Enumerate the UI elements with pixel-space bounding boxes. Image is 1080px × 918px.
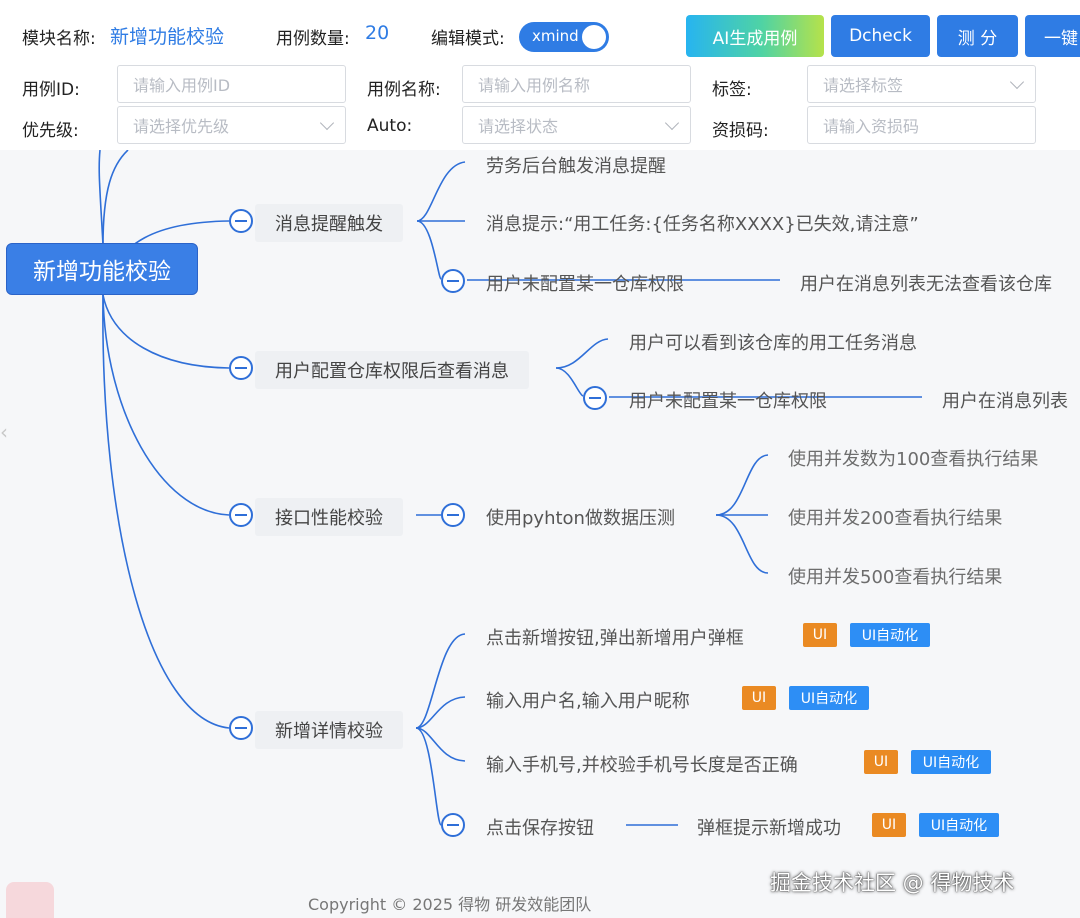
tag-ui: UI bbox=[864, 750, 898, 774]
case-name-input[interactable]: 请输入用例名称 bbox=[462, 65, 691, 103]
leaf-concurrency-100[interactable]: 使用并发数为100查看执行结果 bbox=[788, 449, 1039, 470]
case-count-label: 用例数量: bbox=[276, 29, 350, 49]
branch-view-after-permission[interactable]: 用户配置仓库权限后查看消息 bbox=[255, 351, 529, 389]
collapse-icon[interactable] bbox=[229, 503, 253, 527]
case-count-value: 20 bbox=[365, 22, 390, 44]
leaf-add-success-toast[interactable]: 弹框提示新增成功 bbox=[697, 818, 841, 839]
leaf-concurrency-500[interactable]: 使用并发500查看执行结果 bbox=[788, 567, 1003, 588]
leaf-input-phone[interactable]: 输入手机号,并校验手机号长度是否正确 bbox=[486, 755, 798, 776]
mindmap-canvas[interactable]: 新增功能校验 消息提醒触发 劳务后台触发消息提醒 消息提示:“用工任务:{任务名… bbox=[0, 150, 1080, 918]
tag-placeholder: 请选择标签 bbox=[823, 76, 904, 95]
collapse-icon[interactable] bbox=[441, 269, 465, 293]
test-score-button[interactable]: 测 分 bbox=[937, 15, 1018, 57]
root-node[interactable]: 新增功能校验 bbox=[6, 243, 198, 295]
leaf-input-username[interactable]: 输入用户名,输入用户昵称 bbox=[486, 691, 690, 712]
case-id-placeholder: 请输入用例ID bbox=[133, 76, 231, 95]
leaf-click-save[interactable]: 点击保存按钮 bbox=[486, 818, 594, 839]
collapse-icon[interactable] bbox=[229, 209, 253, 233]
branch-api-performance[interactable]: 接口性能校验 bbox=[255, 498, 403, 536]
leaf-message-list[interactable]: 用户在消息列表 bbox=[942, 391, 1068, 412]
avatar bbox=[6, 882, 54, 918]
chevron-down-icon bbox=[664, 115, 680, 131]
loss-code-placeholder: 请输入资损码 bbox=[823, 117, 920, 136]
header-panel: 模块名称: 新增功能校验 用例数量: 20 编辑模式: xmind AI生成用例… bbox=[0, 0, 1080, 150]
leaf-backend-trigger[interactable]: 劳务后台触发消息提醒 bbox=[486, 156, 666, 177]
module-name-value: 新增功能校验 bbox=[110, 26, 225, 48]
ai-generate-button[interactable]: AI生成用例 bbox=[686, 15, 824, 57]
tag-ui-automation: UI自动化 bbox=[789, 686, 869, 710]
leaf-message-prompt[interactable]: 消息提示:“用工任务:{任务名称XXXX}已失效,请注意” bbox=[486, 214, 919, 235]
leaf-click-add-button[interactable]: 点击新增按钮,弹出新增用户弹框 bbox=[486, 628, 744, 649]
leaf-python-stress-test[interactable]: 使用pyhton做数据压测 bbox=[486, 508, 675, 529]
chevron-down-icon bbox=[1009, 74, 1025, 90]
edit-mode-toggle-text: xmind bbox=[532, 27, 579, 45]
leaf-no-warehouse-permission-2[interactable]: 用户未配置某一仓库权限 bbox=[629, 391, 827, 412]
module-name-label: 模块名称: bbox=[22, 29, 96, 49]
case-id-label: 用例ID: bbox=[22, 80, 80, 100]
loss-code-input[interactable]: 请输入资损码 bbox=[807, 106, 1036, 144]
collapse-icon[interactable] bbox=[441, 503, 465, 527]
tag-ui-automation: UI自动化 bbox=[911, 750, 991, 774]
chevron-left-icon[interactable]: ‹ bbox=[0, 420, 8, 444]
auto-label: Auto: bbox=[367, 116, 413, 136]
branch-message-trigger[interactable]: 消息提醒触发 bbox=[255, 204, 403, 242]
priority-label: 优先级: bbox=[22, 121, 79, 141]
tag-ui-automation: UI自动化 bbox=[919, 813, 999, 837]
loss-code-label: 资损码: bbox=[712, 121, 769, 141]
tag-select[interactable]: 请选择标签 bbox=[807, 65, 1036, 103]
one-click-button[interactable]: 一键 bbox=[1025, 15, 1080, 57]
copyright-text: Copyright © 2025 得物 研发效能团队 bbox=[308, 895, 592, 914]
watermark-text: 掘金技术社区 @ 得物技术 bbox=[770, 871, 1015, 895]
dcheck-button[interactable]: Dcheck bbox=[831, 15, 930, 57]
edit-mode-toggle[interactable]: xmind bbox=[519, 22, 609, 52]
chevron-down-icon bbox=[319, 115, 335, 131]
collapse-icon[interactable] bbox=[229, 356, 253, 380]
mindmap-connectors bbox=[98, 150, 922, 826]
tag-ui: UI bbox=[803, 623, 837, 647]
leaf-can-see-messages[interactable]: 用户可以看到该仓库的用工任务消息 bbox=[629, 333, 917, 354]
leaf-concurrency-200[interactable]: 使用并发200查看执行结果 bbox=[788, 508, 1003, 529]
case-id-input[interactable]: 请输入用例ID bbox=[117, 65, 346, 103]
priority-select[interactable]: 请选择优先级 bbox=[117, 106, 346, 144]
leaf-cannot-view-warehouse[interactable]: 用户在消息列表无法查看该仓库 bbox=[800, 274, 1052, 295]
leaf-no-warehouse-permission[interactable]: 用户未配置某一仓库权限 bbox=[486, 274, 684, 295]
tag-ui: UI bbox=[742, 686, 776, 710]
priority-placeholder: 请选择优先级 bbox=[133, 117, 230, 136]
tag-label: 标签: bbox=[712, 80, 752, 100]
tag-ui-automation: UI自动化 bbox=[850, 623, 930, 647]
case-name-label: 用例名称: bbox=[367, 80, 441, 100]
auto-status-select[interactable]: 请选择状态 bbox=[462, 106, 691, 144]
collapse-icon[interactable] bbox=[229, 716, 253, 740]
case-name-placeholder: 请输入用例名称 bbox=[478, 76, 591, 95]
tag-ui: UI bbox=[872, 813, 906, 837]
edit-mode-label: 编辑模式: bbox=[431, 29, 505, 49]
toggle-knob bbox=[582, 25, 606, 49]
branch-detail-validation[interactable]: 新增详情校验 bbox=[255, 711, 403, 749]
collapse-icon[interactable] bbox=[583, 386, 607, 410]
collapse-icon[interactable] bbox=[441, 813, 465, 837]
auto-placeholder: 请选择状态 bbox=[478, 117, 559, 136]
